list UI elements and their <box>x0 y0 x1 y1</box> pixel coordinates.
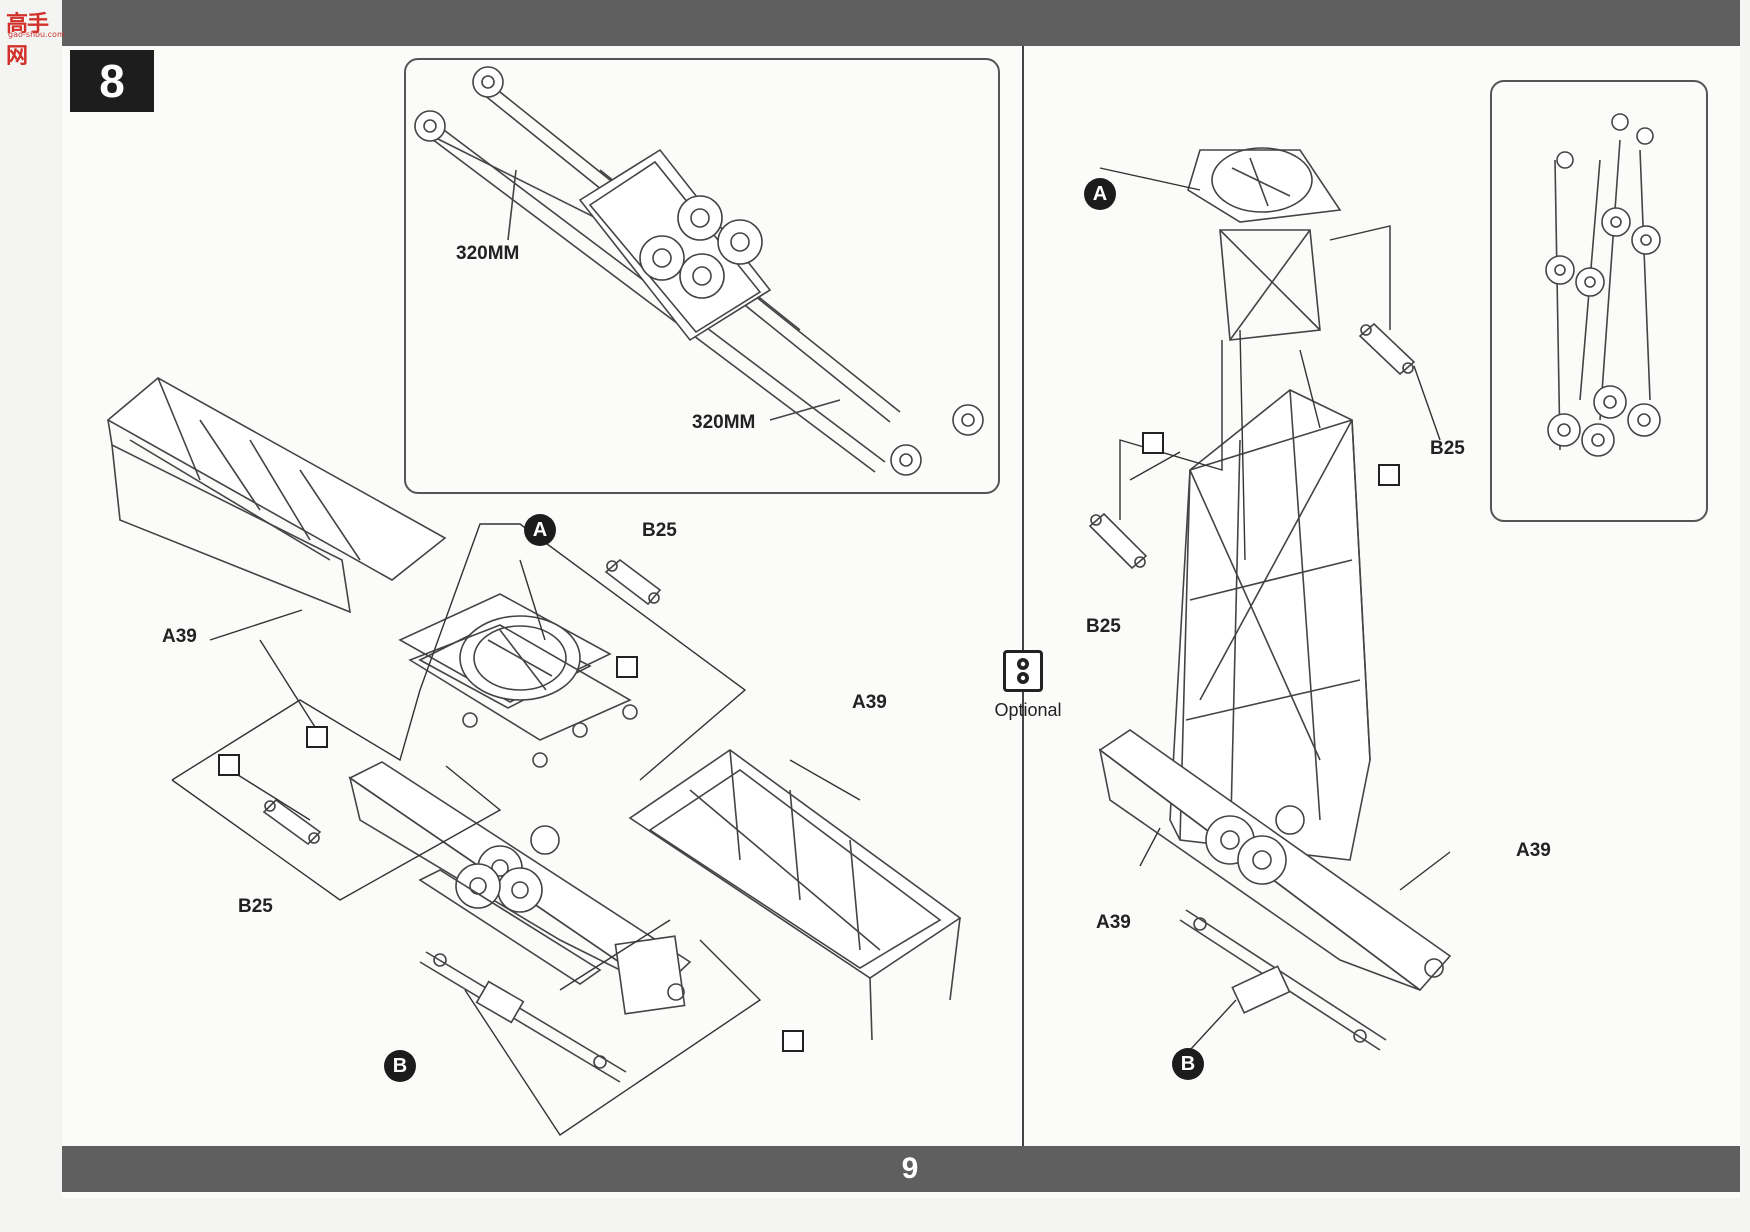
bottom-bar <box>62 1146 1740 1192</box>
boom-frame-right <box>628 749 962 1041</box>
guide-lines-right <box>1099 167 1451 1051</box>
no-glue-marker <box>1142 432 1164 454</box>
part-label-b25-top: B25 <box>642 520 677 541</box>
part-label-a39-right: A39 <box>852 692 887 713</box>
callout-b-left: B <box>384 1050 416 1082</box>
chassis-left <box>348 761 692 1015</box>
guide-lines-left <box>171 523 861 1136</box>
b25-parts-right <box>1088 322 1416 570</box>
manual-page <box>62 0 1740 1198</box>
no-glue-marker <box>306 726 328 748</box>
tower-right <box>1169 147 1371 861</box>
no-glue-marker <box>218 754 240 776</box>
chassis-right <box>1098 729 1452 992</box>
no-glue-marker <box>782 1030 804 1052</box>
axle-right <box>1179 909 1387 1051</box>
part-label-a39-right-side: A39 <box>1516 840 1551 861</box>
page-divider <box>1022 46 1024 1146</box>
part-label-b25-right: B25 <box>1430 438 1465 459</box>
top-bar <box>62 0 1740 46</box>
part-label-a39-left-side: A39 <box>1096 912 1131 933</box>
axle-left <box>419 951 627 1083</box>
part-label-b25-bottom: B25 <box>238 896 273 917</box>
turntable-left <box>398 593 638 768</box>
boom-frame-left <box>106 377 447 614</box>
no-glue-marker <box>616 656 638 678</box>
page-number: 9 <box>901 1152 919 1185</box>
callout-b-right: B <box>1172 1048 1204 1080</box>
b25-parts-left <box>262 558 662 846</box>
part-label-b25-left: B25 <box>1086 616 1121 637</box>
belt-length-label-1: 320MM <box>456 243 520 264</box>
optional-label: Optional <box>994 700 1062 720</box>
belt-assembly-right-inset <box>1545 113 1661 457</box>
belt-routing-inset-left <box>404 58 1000 494</box>
belt-routing-inset-right <box>1490 80 1708 522</box>
no-glue-marker <box>1378 464 1400 486</box>
optional-icon <box>1003 650 1043 692</box>
step-number: 8 <box>70 50 154 112</box>
part-label-a39-left: A39 <box>162 626 197 647</box>
callout-a-right: A <box>1084 178 1116 210</box>
belt-assembly-left-inset <box>414 66 984 476</box>
belt-length-label-2: 320MM <box>692 412 756 433</box>
callout-a-left: A <box>524 514 556 546</box>
